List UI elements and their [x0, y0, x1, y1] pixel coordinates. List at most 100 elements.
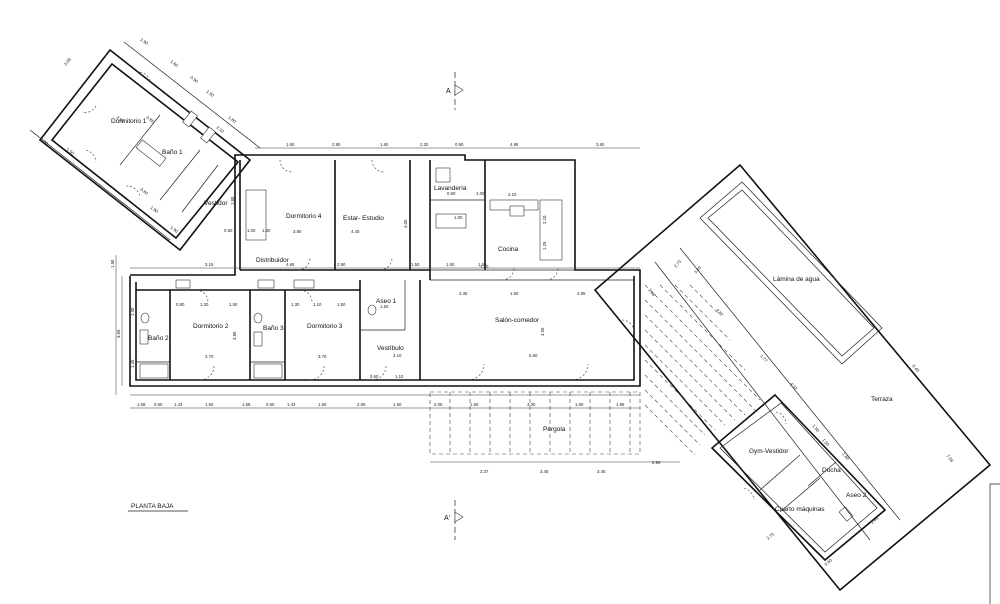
dimension-label: 2.90 — [332, 142, 341, 147]
bathtub-fixture — [135, 139, 167, 167]
wardrobe-fixture — [245, 189, 267, 241]
dimension-label: 1.60 — [286, 142, 295, 147]
wardrobe-fixture — [257, 279, 275, 289]
door-swing — [297, 257, 311, 271]
room-label: Baño 3 — [263, 325, 284, 332]
dimension-label: 1.68 — [242, 402, 251, 407]
bathtub-fixture — [139, 363, 169, 379]
window-swing — [139, 71, 151, 83]
dimension-label: 4.95 — [577, 291, 586, 296]
door-swing — [371, 159, 385, 173]
door-swing — [743, 487, 755, 501]
dimension-label: 1.10 — [395, 374, 404, 379]
window-swing — [81, 105, 97, 113]
dimension-label: 4.32 — [789, 381, 799, 391]
dimension-label: 1.30 — [480, 264, 489, 269]
dimension-label: 1.30 — [200, 302, 209, 307]
dimension-label: 1.50 — [380, 304, 389, 309]
dimension-label: 2.10 — [542, 215, 547, 224]
dimension-label: 1.77 — [759, 353, 769, 363]
door-swing — [379, 257, 393, 271]
dimension-label: 1.50 — [110, 259, 115, 268]
partition — [759, 454, 801, 491]
dimension-label: 1.50 — [411, 262, 420, 267]
door-swing — [299, 289, 313, 303]
water-sheet-inner — [707, 189, 875, 357]
plan-title: PLANTA BAJA — [131, 503, 174, 510]
dimension-label: 1.50 — [229, 302, 238, 307]
dimension-label: 1.60 — [470, 402, 479, 407]
room-label: Cocina — [498, 246, 519, 253]
dimension-label: 3.45 — [540, 469, 549, 474]
dimension-label: 1.50 — [65, 147, 75, 156]
water-sheet — [699, 181, 883, 365]
room-label: Salón-comedor — [495, 317, 540, 324]
dimension-label: 1.00 — [476, 191, 485, 196]
dimension-label: 1.43 — [287, 402, 296, 407]
room-label: Ducha — [822, 467, 841, 474]
sink-fixture — [139, 329, 149, 345]
door-swing — [501, 267, 515, 281]
dimension-label: 2.05 — [357, 402, 366, 407]
partition — [807, 461, 837, 487]
dimension-label: 1.90 — [130, 307, 135, 316]
room-label: Dormitorio 3 — [307, 323, 343, 330]
dimension-label: 0.60 — [224, 228, 233, 233]
dimension-label: 1.10 — [313, 302, 322, 307]
dimension-label: 2.96 — [652, 460, 661, 465]
dimension-label: 6.60 — [529, 353, 538, 358]
terrace-dim-line — [679, 247, 901, 521]
dimension-label: 2.05 — [434, 402, 443, 407]
left-wing-partition — [159, 149, 201, 201]
dimension-label: 3.55 — [116, 329, 121, 338]
dimension-label: 3.08 — [63, 56, 72, 66]
toilet-fixture — [367, 304, 377, 316]
dimension-label: 4.95 — [540, 327, 545, 336]
dimension-label: 2.70 — [673, 259, 683, 269]
dimension-label: 1.25 — [542, 241, 547, 250]
dimension-label: 1.60 — [446, 262, 455, 267]
dimension-label: 1.80 — [230, 196, 235, 205]
dimension-lines — [115, 147, 680, 463]
dimension-label: 1.60 — [841, 451, 851, 461]
dimension-label: 1.50 — [337, 302, 346, 307]
door-swing — [279, 159, 293, 173]
dimension-label: 1.90 — [139, 37, 149, 46]
washer-fixture — [435, 167, 451, 183]
door-swing — [545, 267, 559, 281]
room-label: Estar- Estudio — [343, 215, 384, 222]
dimension-label: 1.60 — [205, 402, 214, 407]
dimension-label: 1.60 — [227, 115, 237, 124]
section-arrow-icon — [454, 84, 464, 96]
room-label: Cuarto máquinas — [775, 506, 825, 513]
main-block — [129, 154, 641, 387]
window-swing — [775, 411, 787, 425]
room-labels: Dormitorio 1 Baño 1 Vestidor Dormitorio … — [111, 118, 893, 513]
dimension-label: 1.60 — [380, 142, 389, 147]
room-label: Gym-Vestidor — [749, 448, 789, 455]
sheet-frame — [989, 483, 1000, 604]
dimension-label: 0.90 — [189, 75, 199, 84]
pergola — [429, 391, 641, 455]
toilet-fixture — [253, 312, 263, 324]
main-outer-wall — [129, 154, 641, 387]
dimension-label: 3.85 — [232, 331, 237, 340]
dimension-label: 2.10 — [508, 192, 517, 197]
wardrobe-fixture — [293, 279, 315, 289]
dimension-label: 2.10 — [215, 125, 225, 134]
room-label: Dormitorio 4 — [286, 213, 322, 220]
dimension-label: 3.15 — [205, 262, 214, 267]
room-label: Distribuidor — [256, 257, 290, 264]
door-swing — [125, 185, 141, 197]
room-label: Aseo 1 — [376, 298, 397, 305]
room-label: Aseo 2 — [846, 492, 867, 499]
gym-block-inner — [719, 402, 878, 553]
dimension-label: 2.20 — [420, 142, 429, 147]
dimension-label: 1.00 — [454, 215, 463, 220]
dimension-label: 1.90 — [149, 205, 159, 214]
room-label: Lámina de agua — [773, 276, 820, 283]
dimension-label: 3.45 — [597, 469, 606, 474]
door-swing — [85, 149, 97, 163]
dimension-label: 1.60 — [169, 59, 179, 68]
